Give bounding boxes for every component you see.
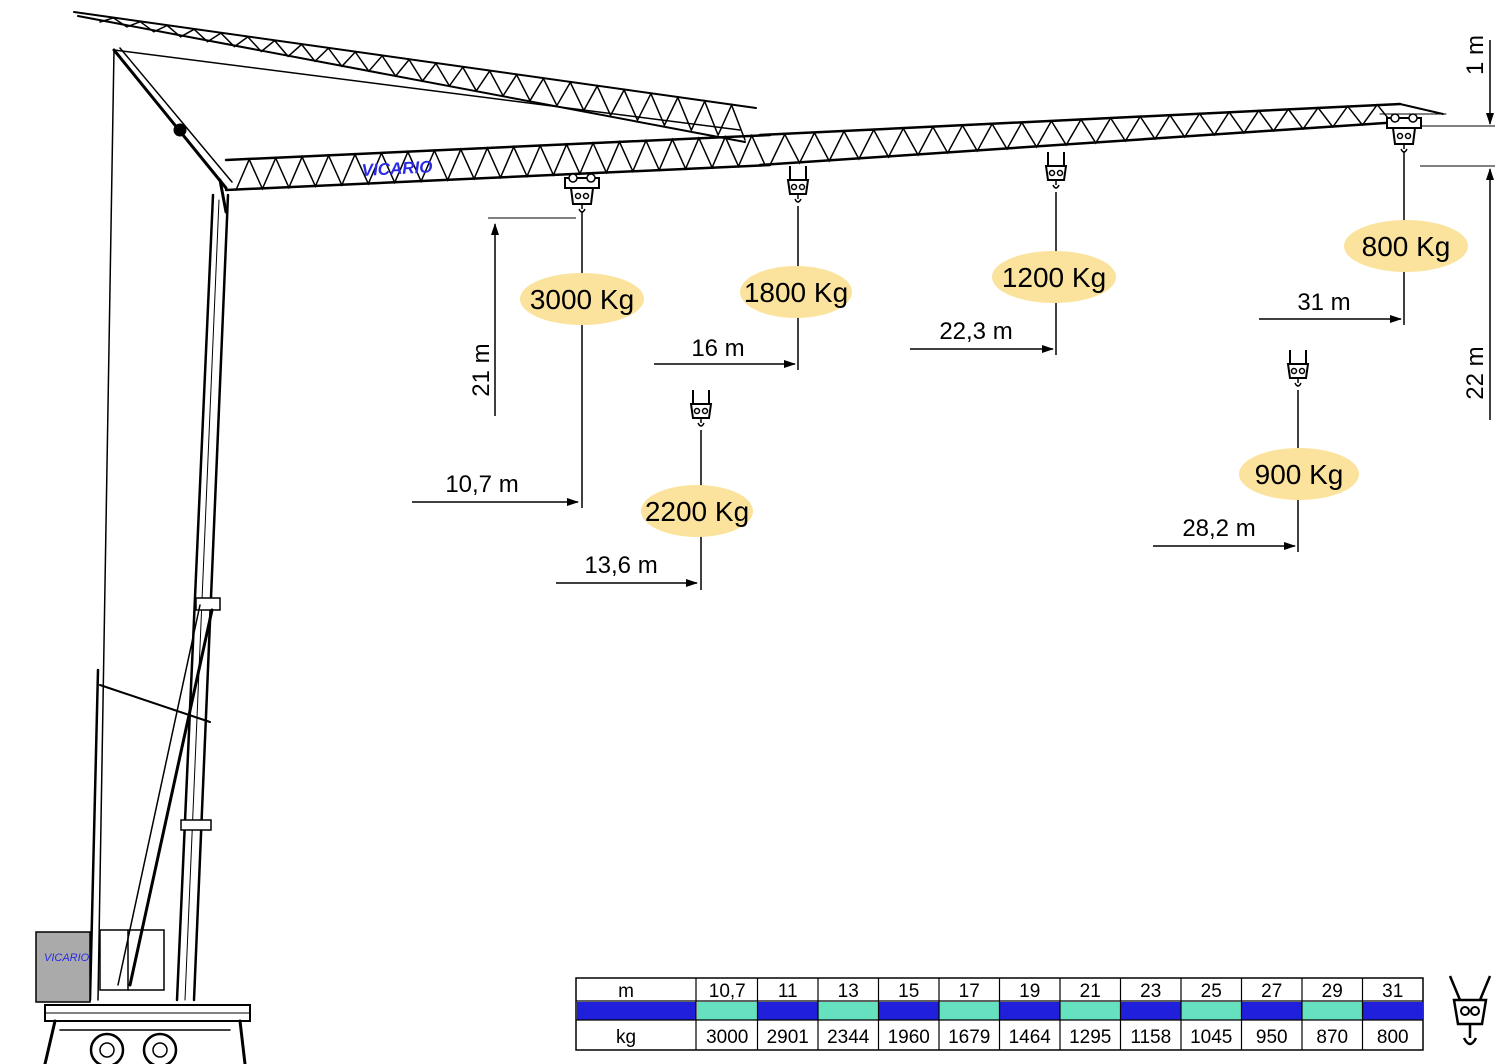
table-color-cell — [999, 1002, 1060, 1020]
tip-height-label: 22 m — [1462, 346, 1489, 399]
hook-block-icon — [787, 165, 809, 203]
distance-label: 10,7 m — [445, 471, 518, 498]
table-cell-capacity: 1464 — [1009, 1027, 1052, 1048]
crane-rear-stay — [88, 604, 214, 1002]
table-grid — [756, 978, 1364, 1050]
table-cell-distance: 23 — [1140, 981, 1161, 1002]
main-jib — [224, 102, 1447, 192]
crane-structure — [35, 11, 1447, 1064]
upper-boom — [73, 11, 757, 143]
distance-label: 31 m — [1297, 289, 1350, 316]
load-position-3000: 3000 Kg 10,7 m — [412, 173, 644, 508]
load-label: 900 Kg — [1255, 459, 1344, 490]
tip-offset-label: 1 m — [1462, 35, 1489, 75]
distance-label: 16 m — [691, 335, 744, 362]
load-label: 800 Kg — [1362, 231, 1451, 262]
load-badge — [641, 485, 753, 537]
table-color-cell — [697, 1002, 758, 1020]
operator-cab — [35, 929, 165, 1003]
table-cell-capacity: 3000 — [706, 1027, 748, 1048]
table-cell-distance: 25 — [1201, 981, 1222, 1002]
table-color-cell — [1302, 1002, 1363, 1020]
distance-label: 22,3 m — [939, 318, 1012, 345]
height-dimension-left: 21 m — [468, 217, 576, 416]
table-color-row — [577, 1002, 1423, 1020]
table-color-cell — [878, 1002, 939, 1020]
load-badge — [1239, 448, 1359, 500]
load-position-800: 800 Kg 31 m — [1259, 113, 1468, 325]
table-cell-distance: 17 — [959, 981, 980, 1002]
load-label: 1200 Kg — [1002, 262, 1106, 293]
load-label: 3000 Kg — [530, 284, 634, 315]
load-position-1800: 1800 Kg 16 m — [654, 165, 852, 370]
load-badge — [520, 273, 644, 325]
table-cell-distance: 21 — [1080, 981, 1101, 1002]
table-color-cell — [1060, 1002, 1121, 1020]
table-color-cell — [1181, 1002, 1242, 1020]
load-position-1200: 1200 Kg 22,3 m — [910, 151, 1116, 355]
load-position-900: 900 Kg 28,2 m — [1153, 349, 1359, 552]
table-cell-capacity: 1295 — [1069, 1027, 1111, 1048]
distance-label: 13,6 m — [584, 552, 657, 579]
table-cell-distance: 13 — [838, 981, 859, 1002]
boom-brand-label: VICARIO — [361, 157, 433, 180]
table-cell-distance: 29 — [1322, 981, 1343, 1002]
table-cell-distance: 19 — [1019, 981, 1040, 1002]
load-badge — [740, 266, 852, 318]
cab-brand-label: VICARIO — [44, 952, 90, 964]
trolley-icon — [1386, 113, 1422, 153]
hook-block-icon — [1287, 349, 1309, 387]
table-color-cell — [577, 1002, 696, 1020]
table-cell-distance: 31 — [1382, 981, 1403, 1002]
load-table: m kg 10,73000112901132344151960171679191… — [575, 977, 1424, 1051]
a-frame — [112, 47, 741, 214]
table-color-cell — [1362, 1002, 1423, 1020]
table-cell-capacity: 2344 — [827, 1027, 870, 1048]
table-cell-capacity: 800 — [1377, 1027, 1409, 1048]
load-badge — [1344, 220, 1468, 272]
crane-mast — [175, 193, 230, 1002]
table-cell-capacity: 1045 — [1190, 1027, 1232, 1048]
load-label: 1800 Kg — [744, 277, 848, 308]
table-cell-capacity: 950 — [1256, 1027, 1288, 1048]
load-badge — [992, 251, 1116, 303]
table-color-cell — [1241, 1002, 1302, 1020]
trolley-icon — [564, 173, 600, 213]
table-values: 10,7 3000 11 2901 13 2344 15 1960 17 1679 19 1464 21… — [706, 981, 1408, 1048]
table-cell-capacity: 2901 — [767, 1027, 809, 1048]
table-row-label-kg: kg — [616, 1027, 636, 1048]
table-cell-distance: 10,7 — [709, 981, 746, 1002]
table-color-cell — [757, 1002, 818, 1020]
table-color-cell — [818, 1002, 879, 1020]
load-position-2200: 2200 Kg 13,6 m — [556, 389, 753, 590]
table-cell-distance: 11 — [778, 981, 798, 1002]
table-cell-capacity: 1960 — [888, 1027, 930, 1048]
tip-dimensions: 1 m 22 m — [1420, 35, 1495, 420]
table-cell-distance: 27 — [1261, 981, 1282, 1002]
tie-cable — [97, 49, 115, 1001]
load-label: 2200 Kg — [645, 496, 749, 527]
distance-label: 28,2 m — [1182, 515, 1255, 542]
table-cell-capacity: 1158 — [1130, 1027, 1171, 1048]
table-row-label-m: m — [618, 981, 634, 1002]
height-label: 21 m — [468, 343, 495, 396]
hook-block-icon — [1045, 151, 1067, 189]
table-color-cell — [1120, 1002, 1181, 1020]
crane-chassis — [43, 1004, 251, 1064]
table-color-cell — [939, 1002, 1000, 1020]
hook-block-icon — [1448, 975, 1492, 1046]
table-cell-capacity: 1679 — [948, 1027, 990, 1048]
hook-block-icon — [690, 389, 712, 427]
table-cell-capacity: 870 — [1316, 1027, 1348, 1048]
table-cell-distance: 15 — [898, 981, 919, 1002]
